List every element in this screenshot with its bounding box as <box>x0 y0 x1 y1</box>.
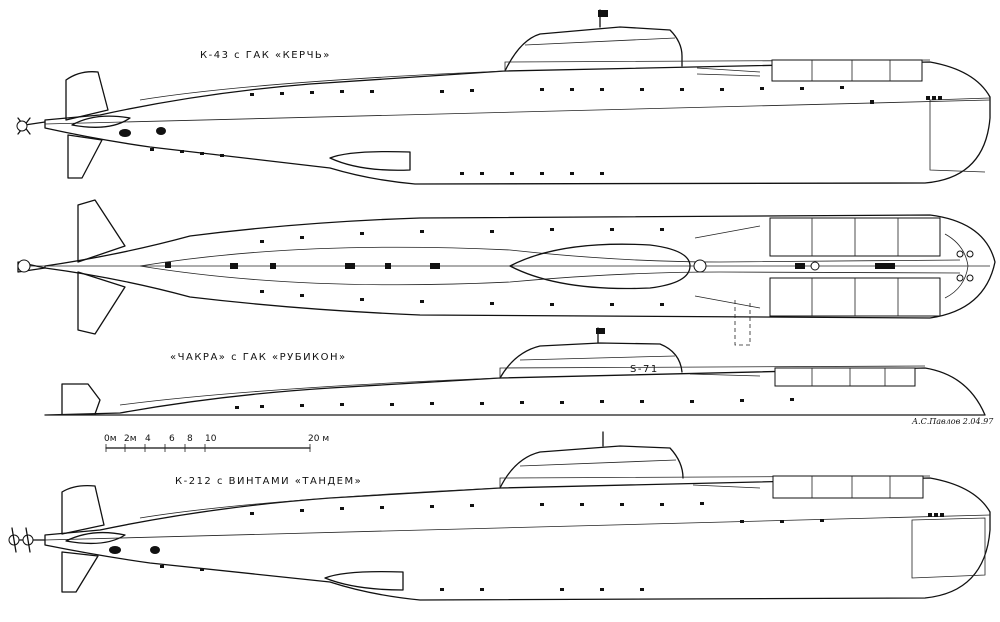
k43-caption: К-43 с ГАК «КЕРЧЬ» <box>200 50 331 61</box>
plan-view <box>17 199 996 346</box>
flag-icon <box>598 10 608 17</box>
k212-caption: К-212 с ВИНТАМИ «ТАНДЕМ» <box>175 476 362 487</box>
chakra-side-view: «ЧАКРА» с ГАК «РУБИКОН» S-71 А.С.Павлов … <box>44 327 994 426</box>
k212-side-view: К-212 с ВИНТАМИ «ТАНДЕМ» <box>8 431 991 601</box>
scale-tick-2: 4 <box>145 434 151 444</box>
scale-bar: 0м 2м 4 6 8 10 20 м <box>104 434 329 452</box>
chakra-caption: «ЧАКРА» с ГАК «РУБИКОН» <box>170 352 347 363</box>
scale-tick-4: 8 <box>187 434 193 444</box>
flag-icon <box>596 328 605 334</box>
k43-side-view: К-43 с ГАК «КЕРЧЬ» <box>16 9 991 185</box>
signature: А.С.Павлов 2.04.97 <box>911 417 994 426</box>
sail-number: S-71 <box>630 364 659 375</box>
scale-tick-5: 10 <box>205 434 217 444</box>
scale-tick-1: 2м <box>124 434 137 444</box>
scale-tick-0: 0м <box>104 434 117 444</box>
scale-tick-6: 20 м <box>308 434 329 444</box>
scale-tick-3: 6 <box>169 434 175 444</box>
